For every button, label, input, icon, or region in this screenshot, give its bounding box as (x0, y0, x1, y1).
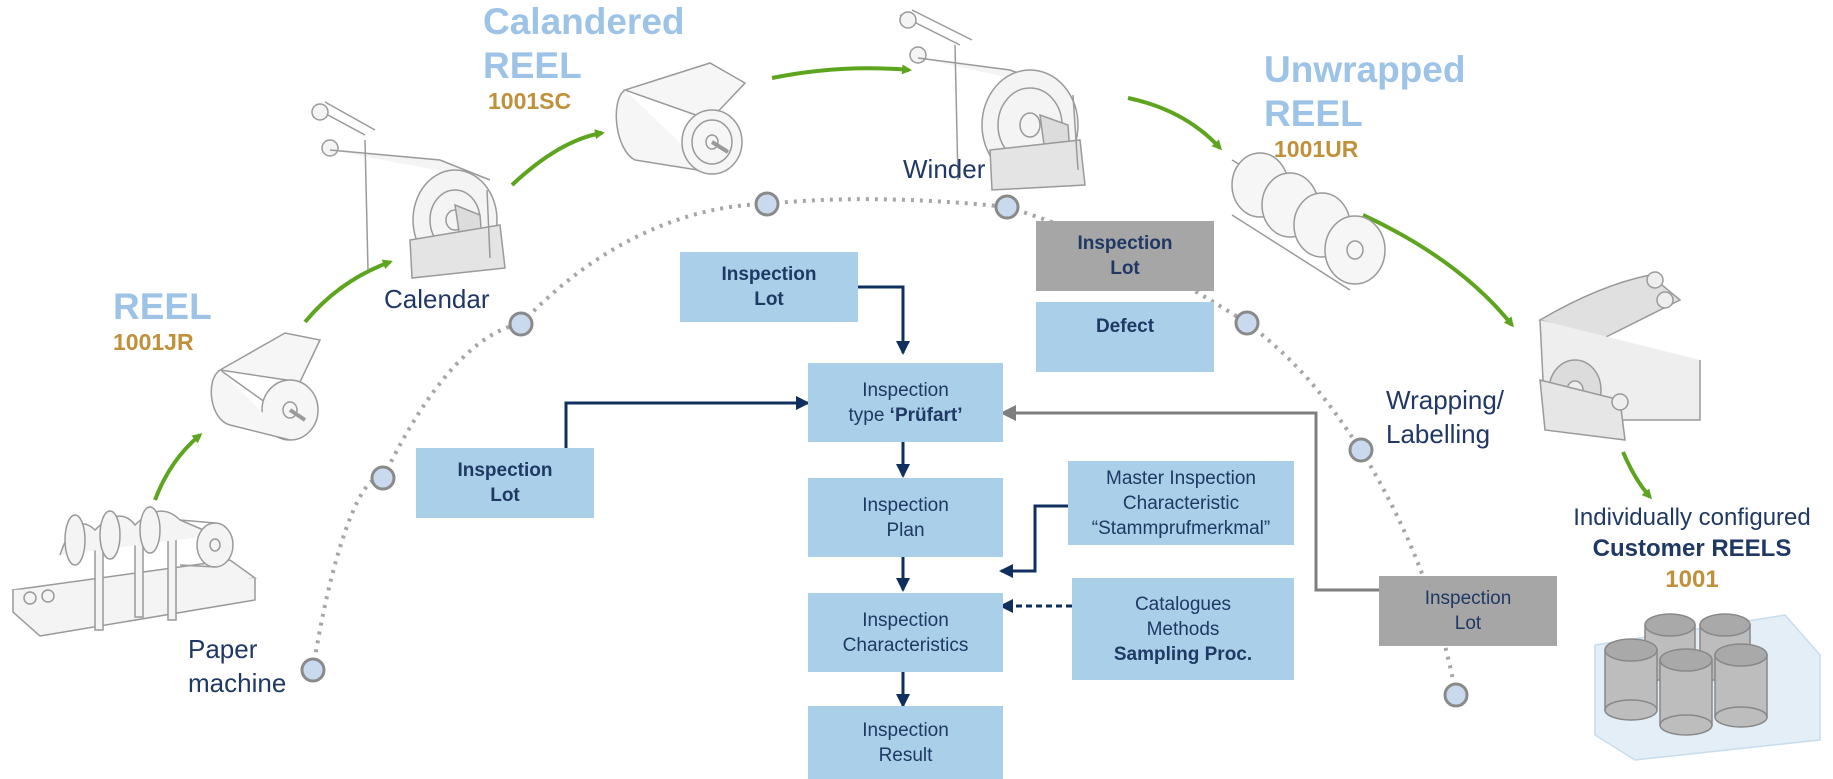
customer-reels-icon (1594, 613, 1821, 761)
inspection-characteristics-line2: Characteristics (842, 634, 969, 656)
inspection-lot-left-line1: Inspection (457, 460, 553, 481)
winder-machine-icon (899, 9, 1086, 191)
arrow-master-to-char (999, 504, 1068, 578)
arc-node (300, 657, 326, 683)
station-wrapping-line1: Wrapping/ (1386, 385, 1505, 415)
inspection-result-line1: Inspection (862, 719, 949, 741)
arc-node (1348, 437, 1374, 463)
flow-arrow (771, 64, 912, 80)
inspection-lot-top-line1: Inspection (721, 264, 817, 285)
material-flow-arrows (153, 64, 1652, 501)
wrapping-machine-icon (1538, 271, 1701, 441)
inspection-plan-line2: Plan (886, 519, 925, 541)
inspection-characteristics-line1: Inspection (862, 609, 949, 631)
station-calendar: Calendar (384, 284, 490, 314)
defect-label: Defect (1095, 316, 1155, 337)
inspection-type-name: ‘Prüfart’ (889, 404, 963, 426)
flow-arrow (510, 129, 605, 187)
master-line1: Master Inspection (1106, 467, 1256, 489)
defect-box: Defect (1036, 302, 1214, 372)
inspection-lot-top: Inspection Lot (680, 252, 858, 322)
inspection-result-box: Inspection Result (808, 706, 1003, 779)
process-arrows (564, 285, 1072, 708)
unwrapped-reel-icon (1231, 152, 1386, 291)
unwrapped-reel-label: Unwrapped REEL 1001UR (1264, 48, 1465, 163)
calandered-title-line2: REEL (483, 45, 582, 86)
station-paper-machine-line1: Paper (188, 634, 258, 664)
unwrapped-title-line2: REEL (1264, 93, 1363, 134)
reel-icon (210, 332, 322, 441)
station-wrapping-line2: Labelling (1386, 419, 1491, 449)
arc-node (508, 311, 534, 337)
arc-node (370, 465, 396, 491)
calandered-reel-label: Calandered REEL 1001SC (483, 0, 685, 115)
calandered-code: 1001SC (488, 88, 572, 114)
catalogues-line3: Sampling Proc. (1113, 643, 1253, 665)
inspection-lot-left: Inspection Lot (416, 448, 594, 518)
calandered-title-line1: Calandered (483, 1, 685, 42)
catalogues-line1: Catalogues (1134, 593, 1232, 615)
paper-machine-icon (11, 506, 257, 637)
arc-node (754, 191, 780, 217)
inspection-lot-right-line2: Lot (1454, 613, 1482, 634)
arc-node-dots (300, 191, 1469, 708)
inspection-type-prefix: type (848, 404, 890, 426)
customer-code: 1001 (1665, 566, 1719, 593)
arc-node (994, 194, 1020, 220)
inspection-lot-winder-line1: Inspection (1077, 233, 1173, 254)
station-wrapping: Wrapping/ Labelling (1386, 383, 1504, 451)
flow-arrow (1127, 96, 1223, 151)
process-arc (311, 197, 1458, 696)
flow-arrow (1621, 451, 1652, 500)
arrow-feedback-lot-to-type (1000, 405, 1379, 592)
arc-node (1443, 682, 1469, 708)
master-line2: Characteristic (1122, 492, 1240, 514)
customer-line2: Customer REELS (1592, 535, 1792, 562)
inspection-lot-winder: Inspection Lot (1036, 221, 1214, 291)
calendar-machine-icon (311, 101, 506, 279)
flow-arrow (153, 433, 203, 501)
customer-line1: Individually configured (1573, 504, 1811, 531)
reel-title: REEL (113, 286, 212, 327)
inspection-plan-line1: Inspection (862, 494, 949, 516)
inspection-characteristics-box: Inspection Characteristics (808, 593, 1003, 672)
calandered-reel-icon (615, 62, 747, 175)
inspection-lot-right-line1: Inspection (1424, 588, 1512, 609)
unwrapped-code: 1001UR (1274, 136, 1359, 162)
station-paper-machine: Paper machine (188, 632, 286, 700)
inspection-plan-box: Inspection Plan (808, 478, 1003, 557)
inspection-type-line2: type ‘Prüfart’ (848, 403, 962, 428)
reel-label: REEL 1001JR (113, 285, 212, 356)
inspection-type-line1: Inspection (862, 379, 949, 401)
arrow-lot-to-type (858, 285, 910, 355)
flow-arrow (1362, 213, 1514, 328)
inspection-lot-winder-line2: Lot (1110, 258, 1140, 279)
master-line3: “Stammprufmerkmal” (1091, 517, 1271, 539)
station-paper-machine-line2: machine (188, 668, 287, 698)
inspection-lot-left-line2: Lot (490, 485, 520, 506)
arrow-left-lot-to-type (564, 396, 810, 448)
master-inspection-characteristic-box: Master Inspection Characteristic “Stammp… (1068, 461, 1294, 545)
inspection-lot-top-line2: Lot (754, 289, 784, 310)
arc-node (1234, 310, 1260, 336)
inspection-result-line2: Result (878, 744, 933, 766)
unwrapped-title-line1: Unwrapped (1264, 49, 1466, 90)
flow-arrow (303, 259, 393, 324)
catalogues-line2: Methods (1146, 618, 1220, 640)
reel-code: 1001JR (113, 329, 194, 355)
catalogues-box: Catalogues Methods Sampling Proc. (1072, 578, 1294, 680)
customer-reels-label: Individually configured Customer REELS 1… (1551, 502, 1833, 595)
station-winder: Winder (903, 154, 986, 184)
inspection-type-box: Inspection type ‘Prüfart’ (808, 363, 1003, 442)
inspection-lot-right: Inspection Lot (1379, 576, 1557, 646)
